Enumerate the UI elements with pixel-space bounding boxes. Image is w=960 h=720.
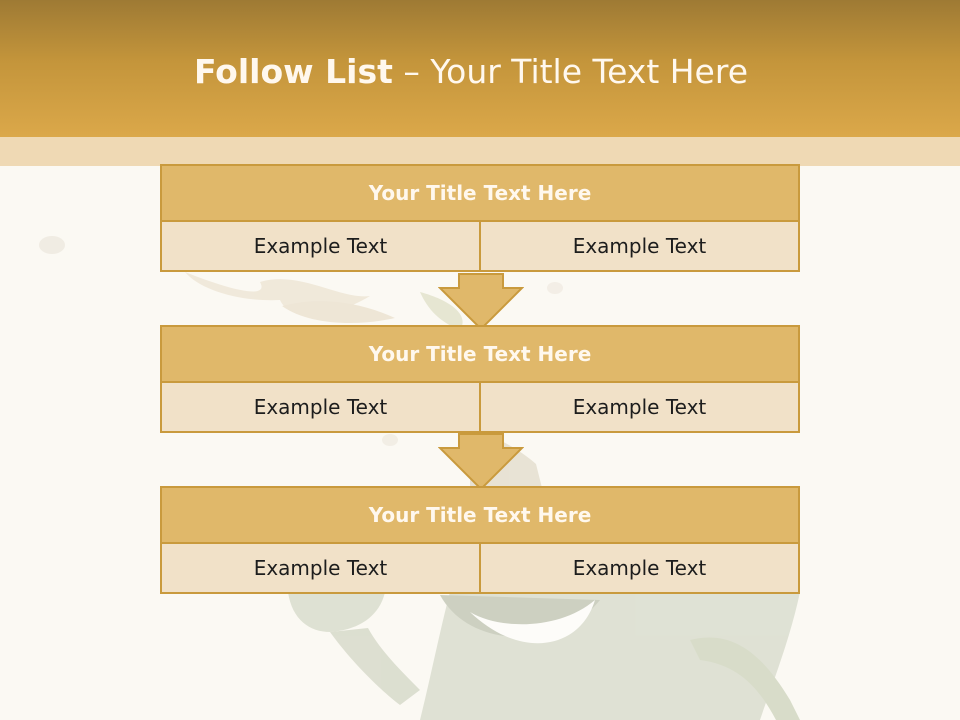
slide-title-bold: Follow List bbox=[193, 52, 393, 91]
list-box-2: Your Title Text Here Example Text Exampl… bbox=[160, 325, 800, 433]
down-arrow-icon bbox=[438, 273, 524, 331]
slide-title-rest: – Your Title Text Here bbox=[403, 52, 749, 91]
list-box-cell: Example Text bbox=[162, 544, 479, 592]
list-box-3: Your Title Text Here Example Text Exampl… bbox=[160, 486, 800, 594]
title-banner-strip bbox=[0, 137, 960, 166]
list-box-cell: Example Text bbox=[162, 222, 479, 270]
list-box-row: Example Text Example Text bbox=[162, 544, 798, 592]
list-box-title: Your Title Text Here bbox=[162, 488, 798, 542]
title-banner bbox=[0, 0, 960, 137]
list-box-cell: Example Text bbox=[481, 222, 798, 270]
down-arrow-icon bbox=[438, 433, 524, 491]
list-box-title: Your Title Text Here bbox=[162, 327, 798, 381]
list-box-title: Your Title Text Here bbox=[162, 166, 798, 220]
list-box-cell: Example Text bbox=[162, 383, 479, 431]
list-box-cell: Example Text bbox=[481, 383, 798, 431]
list-box-row: Example Text Example Text bbox=[162, 222, 798, 270]
list-box-row: Example Text Example Text bbox=[162, 383, 798, 431]
list-box-1: Your Title Text Here Example Text Exampl… bbox=[160, 164, 800, 272]
slide-title: Follow List – Your Title Text Here bbox=[0, 52, 942, 91]
list-box-cell: Example Text bbox=[481, 544, 798, 592]
